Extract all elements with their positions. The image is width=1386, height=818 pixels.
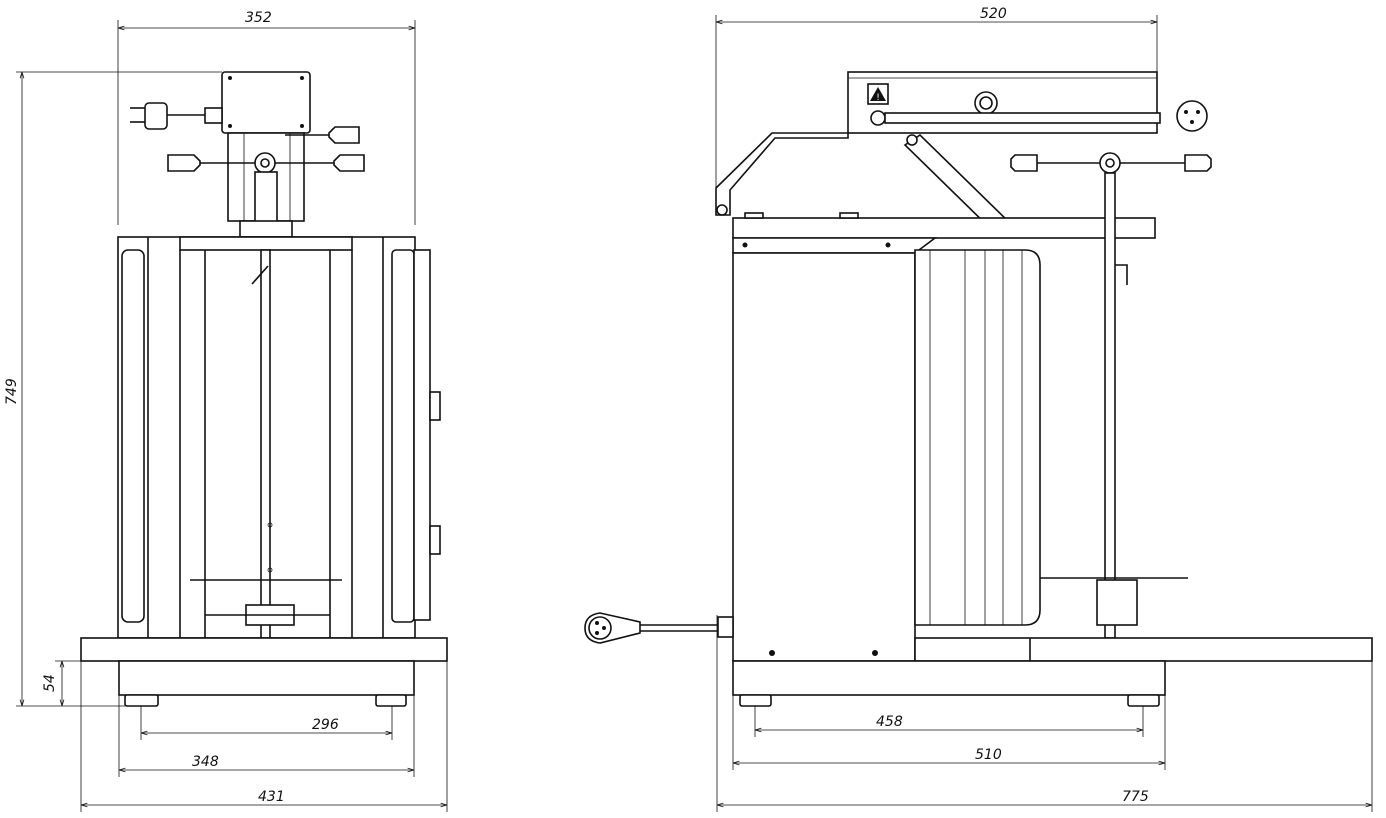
dim-54: 54 (42, 674, 58, 692)
side-base-box (732, 660, 1166, 696)
dim-352: 352 (245, 10, 272, 26)
front-view: 352 749 54 296 348 431 (4, 10, 448, 812)
cable-gland (870, 110, 886, 126)
dim-520: 520 (980, 6, 1007, 22)
power-plug (130, 102, 223, 130)
dim-431: 431 (258, 789, 285, 805)
front-base-plate (80, 637, 448, 662)
left-heater-panel (121, 249, 145, 623)
front-foot-left (124, 694, 159, 707)
dim-749: 749 (4, 378, 20, 405)
side-body (732, 252, 916, 662)
side-base-plate (914, 637, 1373, 662)
side-top-plate (732, 217, 1156, 239)
dim-296: 296 (312, 717, 339, 733)
door-latch-lower (429, 525, 441, 555)
side-skewer-rod (1104, 172, 1116, 639)
side-dimensions: 520 458 510 775 (715, 6, 1373, 812)
handle-knob-top (328, 126, 360, 144)
side-view: 520 458 510 775 ! (584, 6, 1373, 812)
side-heater-panel (914, 249, 1041, 626)
front-base-box (118, 660, 415, 696)
door-latch-upper (429, 391, 441, 421)
side-cable-gland (717, 616, 734, 638)
lever-knob (1176, 100, 1208, 132)
dim-348: 348 (192, 754, 219, 770)
side-foot-right (1127, 694, 1160, 707)
side-door (413, 249, 431, 621)
right-heater-panel (391, 249, 415, 623)
dim-458: 458 (876, 714, 903, 730)
front-foot-right (375, 694, 407, 707)
front-dimensions: 352 749 54 296 348 431 (4, 10, 448, 812)
side-motor-box (847, 71, 1158, 134)
side-handle-knob-left (1010, 154, 1038, 172)
warning-sign: ! (867, 83, 889, 105)
warning-symbol: ! (876, 93, 880, 103)
dim-775: 775 (1122, 789, 1149, 805)
side-rod-base-clamp (1096, 579, 1138, 626)
side-foot-left (739, 694, 772, 707)
side-handle-knob-right (1184, 154, 1212, 172)
handle-knob-right (333, 154, 365, 172)
handle-knob-left (167, 154, 201, 172)
lever-arm (884, 112, 1161, 124)
dim-510: 510 (975, 747, 1002, 763)
motor-box (221, 71, 311, 134)
hood (715, 132, 849, 216)
